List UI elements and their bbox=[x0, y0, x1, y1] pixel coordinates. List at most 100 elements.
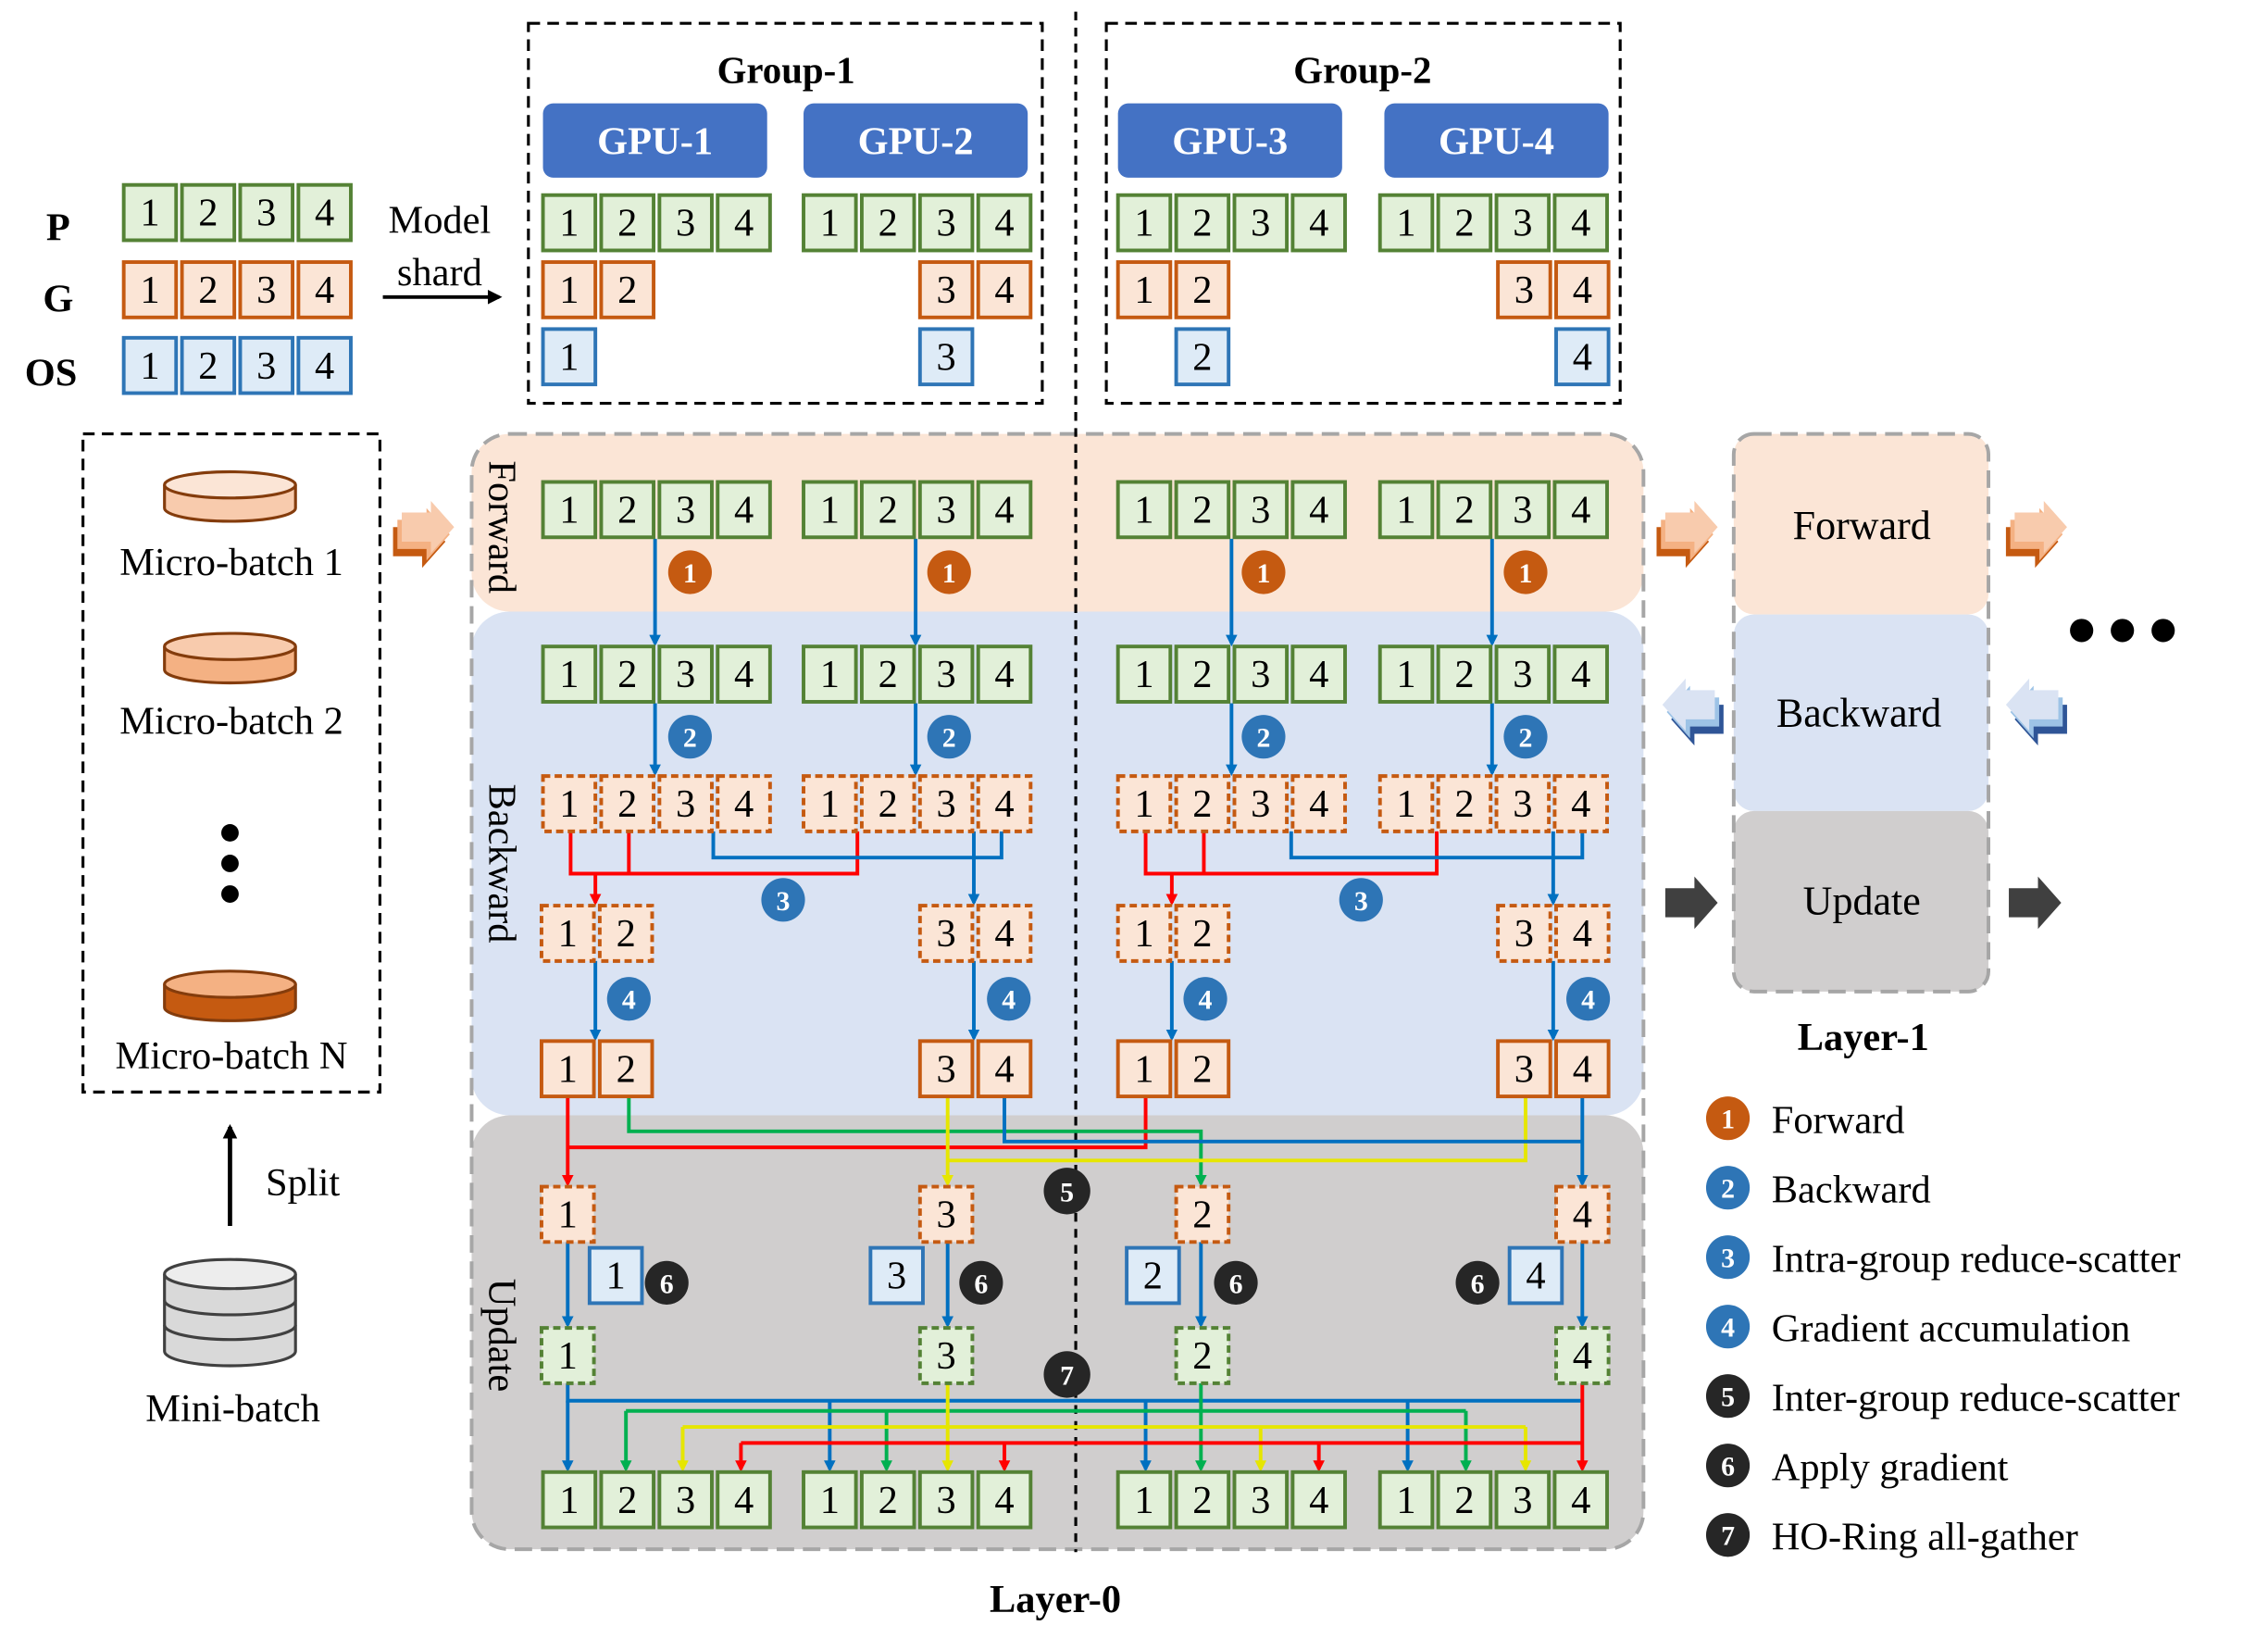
micro-batch-1-label: Micro-batch 1 bbox=[119, 541, 343, 584]
svg-text:4: 4 bbox=[1199, 985, 1213, 1016]
param-shard-4: 4 bbox=[1290, 1469, 1347, 1530]
forward-phase-bg bbox=[471, 433, 1644, 612]
svg-text:2: 2 bbox=[1519, 723, 1533, 754]
split-label: Split bbox=[266, 1161, 340, 1205]
layer1-backward-block bbox=[1733, 614, 1989, 811]
svg-text:7: 7 bbox=[1721, 1521, 1735, 1552]
param-shard-2: 2 bbox=[599, 644, 656, 704]
gpu-4-box: GPU-4 bbox=[1384, 103, 1609, 178]
grad-partial-shard-4: 4 bbox=[976, 904, 1033, 963]
svg-text:4: 4 bbox=[1309, 489, 1328, 532]
layer1-forward-block bbox=[1733, 433, 1989, 615]
grad-partial-shard-3: 3 bbox=[1232, 774, 1290, 833]
svg-text:4: 4 bbox=[1309, 653, 1328, 696]
svg-text:2: 2 bbox=[1143, 1255, 1163, 1298]
grad-shard-1: 1 bbox=[1115, 1039, 1173, 1099]
svg-text:2: 2 bbox=[617, 653, 637, 696]
optimizer-state-shard-1: 1 bbox=[541, 327, 598, 387]
svg-text:3: 3 bbox=[1354, 886, 1368, 917]
svg-text:2: 2 bbox=[1256, 723, 1270, 754]
param-shard-3: 3 bbox=[1494, 480, 1551, 540]
grad-partial-shard-2: 2 bbox=[859, 774, 916, 833]
step-6-badge: 6 bbox=[1214, 1260, 1258, 1305]
svg-text:6: 6 bbox=[974, 1269, 988, 1299]
svg-text:1: 1 bbox=[1134, 782, 1153, 826]
param-shard-2: 2 bbox=[1436, 193, 1493, 253]
legend-step-3-label: Intra-group reduce-scatter bbox=[1772, 1237, 2181, 1281]
svg-text:4: 4 bbox=[1573, 912, 1592, 956]
param-partial-shard-1: 1 bbox=[540, 1326, 596, 1385]
svg-text:2: 2 bbox=[879, 653, 898, 696]
svg-text:3: 3 bbox=[676, 489, 695, 532]
param-partial-shard-2: 2 bbox=[1174, 1326, 1231, 1385]
layer1-backward-label: Backward bbox=[1776, 691, 1941, 736]
svg-text:1: 1 bbox=[1134, 912, 1153, 956]
layer1-label: Layer-1 bbox=[1798, 1016, 1929, 1059]
param-shard-1: 1 bbox=[1115, 480, 1173, 540]
svg-text:3: 3 bbox=[937, 202, 956, 245]
svg-text:3: 3 bbox=[937, 1194, 956, 1237]
svg-text:2: 2 bbox=[1192, 269, 1212, 312]
optimizer-state-shard-4: 4 bbox=[1554, 327, 1611, 387]
svg-text:4: 4 bbox=[315, 269, 334, 312]
svg-text:1: 1 bbox=[559, 1479, 579, 1522]
svg-text:1: 1 bbox=[1256, 558, 1270, 589]
gpu-1-box: GPU-1 bbox=[542, 103, 767, 178]
svg-text:3: 3 bbox=[937, 1334, 956, 1378]
param-shard-3: 3 bbox=[1494, 1469, 1551, 1530]
svg-text:4: 4 bbox=[1721, 1313, 1735, 1344]
param-shard-3: 3 bbox=[657, 193, 714, 253]
flow-chevron-bwd-icon bbox=[2005, 678, 2067, 746]
grad-shard-3: 3 bbox=[1496, 260, 1552, 319]
svg-text:3: 3 bbox=[1513, 489, 1532, 532]
micro-batch-n-label: Micro-batch N bbox=[116, 1034, 348, 1078]
grad-partial-shard-2: 2 bbox=[599, 774, 656, 833]
param-shard-3: 3 bbox=[1232, 480, 1290, 540]
svg-text:4: 4 bbox=[994, 912, 1014, 956]
svg-text:4: 4 bbox=[734, 1479, 754, 1522]
group2-box bbox=[1104, 21, 1622, 406]
svg-text:2: 2 bbox=[1192, 912, 1212, 956]
param-shard-1: 1 bbox=[802, 1469, 858, 1530]
svg-text:3: 3 bbox=[256, 269, 276, 312]
mini-batch-database-icon bbox=[163, 1257, 297, 1368]
svg-text:3: 3 bbox=[1721, 1244, 1735, 1274]
svg-text:4: 4 bbox=[1571, 653, 1590, 696]
svg-text:3: 3 bbox=[777, 886, 791, 917]
svg-text:2: 2 bbox=[1454, 489, 1474, 532]
svg-text:3: 3 bbox=[1513, 782, 1532, 826]
svg-text:1: 1 bbox=[140, 192, 159, 235]
svg-text:3: 3 bbox=[1251, 653, 1270, 696]
svg-text:2: 2 bbox=[1192, 653, 1212, 696]
svg-text:1: 1 bbox=[1396, 202, 1415, 245]
param-shard-1: 1 bbox=[1377, 480, 1435, 540]
param-shard-1: 1 bbox=[1115, 1469, 1173, 1530]
step-1-badge: 1 bbox=[667, 550, 712, 594]
svg-text:3: 3 bbox=[937, 335, 956, 379]
param-label: P bbox=[46, 206, 70, 249]
param-shard-2: 2 bbox=[180, 182, 237, 243]
step-3-badge: 3 bbox=[761, 878, 805, 922]
optimizer-state-shard-2: 2 bbox=[180, 335, 237, 395]
svg-text:4: 4 bbox=[315, 344, 334, 388]
svg-text:1: 1 bbox=[1396, 1479, 1415, 1522]
optimizer-state-shard-3: 3 bbox=[917, 327, 975, 387]
legend-step-6-label: Apply gradient bbox=[1772, 1445, 2009, 1489]
svg-text:3: 3 bbox=[256, 192, 276, 235]
svg-text:3: 3 bbox=[1251, 202, 1270, 245]
svg-text:4: 4 bbox=[1571, 489, 1590, 532]
optimizer-state-shard-4: 4 bbox=[296, 335, 353, 395]
backward-phase-label: Backward bbox=[480, 783, 523, 943]
grad-partial-shard-4: 4 bbox=[1554, 1184, 1611, 1244]
svg-text:6: 6 bbox=[1229, 1269, 1243, 1299]
svg-text:1: 1 bbox=[558, 1194, 578, 1237]
param-shard-4: 4 bbox=[1552, 193, 1610, 253]
param-shard-3: 3 bbox=[917, 644, 975, 704]
os-label: OS bbox=[25, 352, 78, 395]
param-shard-3: 3 bbox=[917, 480, 975, 540]
param-shard-2: 2 bbox=[1174, 644, 1231, 704]
grad-partial-shard-1: 1 bbox=[802, 774, 858, 833]
